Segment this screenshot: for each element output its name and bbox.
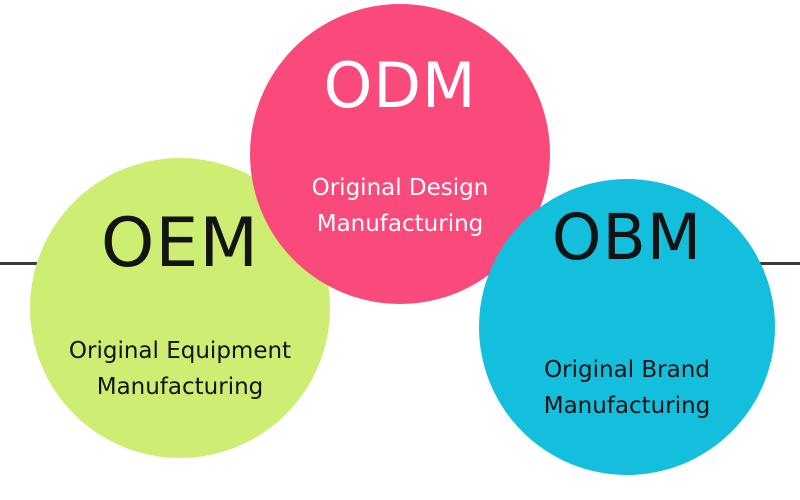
odm-acronym: ODM: [323, 49, 477, 122]
oem-acronym: OEM: [100, 204, 260, 283]
odm-subtitle-line1: Original Design: [311, 175, 489, 201]
odm-subtitle-line2: Manufacturing: [316, 211, 484, 237]
obm-circle: OBM Original Brand Manufacturing: [479, 179, 775, 475]
odm-subtitle: Original Design Manufacturing: [250, 170, 550, 242]
odm-circle: ODM Original Design Manufacturing: [250, 4, 550, 304]
obm-acronym: OBM: [551, 201, 703, 274]
obm-subtitle: Original Brand Manufacturing: [479, 352, 775, 424]
obm-subtitle-line1: Original Brand: [544, 357, 710, 383]
oem-subtitle-line2: Manufacturing: [96, 374, 264, 400]
oem-subtitle-line1: Original Equipment: [68, 338, 292, 364]
oem-subtitle: Original Equipment Manufacturing: [30, 333, 330, 405]
obm-subtitle-line2: Manufacturing: [543, 393, 711, 419]
